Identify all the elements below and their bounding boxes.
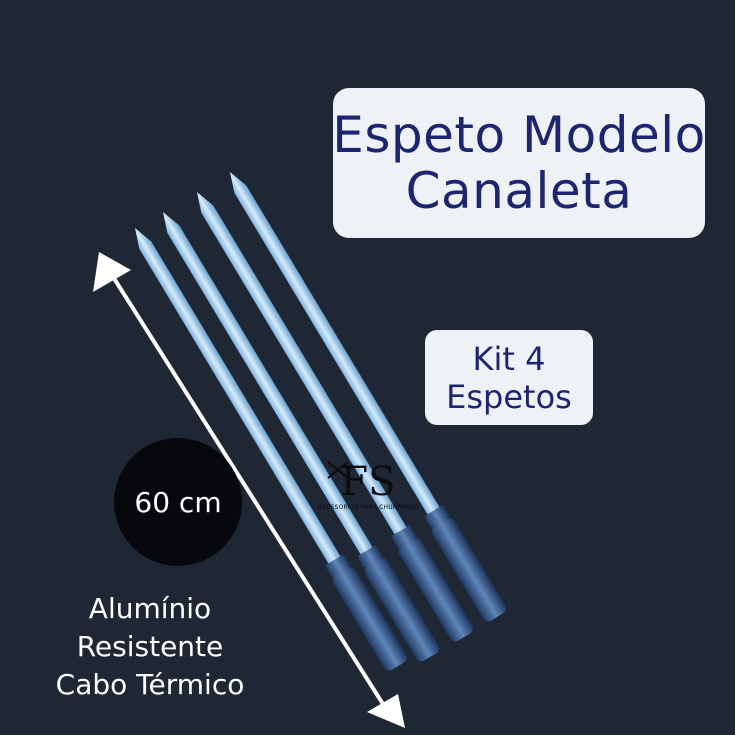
- kit-label: Kit 4 Espetos: [425, 330, 593, 425]
- title-line-2: Canaleta: [405, 162, 633, 220]
- feature-item: Resistente: [76, 630, 224, 663]
- skewer-blade: [163, 212, 376, 559]
- logo-letters: FS: [340, 459, 396, 505]
- handle-ring: [325, 554, 351, 577]
- handle-ring: [357, 545, 383, 568]
- title-line-1: Espeto Modelo: [332, 106, 706, 164]
- feature-list: Alumínio Resistente Cabo Térmico: [30, 590, 270, 704]
- brand-logo: FS ACESSÓRIOS PARA CHURRASCO: [318, 460, 418, 540]
- skewer-handle: [364, 558, 440, 662]
- skewer-blade: [230, 172, 443, 519]
- crossed-utensils-icon: [327, 461, 349, 479]
- handle-ring: [424, 505, 450, 528]
- skewer-blade: [197, 192, 410, 539]
- handle-ring: [391, 525, 417, 548]
- arrow-head-top: [93, 252, 131, 292]
- feature-item: Alumínio: [88, 592, 212, 625]
- length-arrow: [93, 252, 405, 728]
- skewer: [197, 192, 474, 642]
- skewer-handle: [398, 538, 474, 642]
- skewer: [135, 228, 408, 671]
- title-label: Espeto Modelo Canaleta: [332, 88, 706, 238]
- skewer: [163, 212, 440, 662]
- skewer-handle: [332, 567, 408, 671]
- arrow-head-bottom: [367, 694, 405, 728]
- logo-tagline: ACESSÓRIOS PARA CHURRASCO: [318, 504, 418, 511]
- kit-line-2: Espetos: [446, 377, 572, 416]
- size-text: 60 cm: [134, 485, 222, 519]
- skewer: [230, 172, 507, 622]
- kit-line-1: Kit 4: [472, 339, 546, 378]
- feature-item: Cabo Térmico: [55, 668, 245, 701]
- skewer-blade: [135, 228, 343, 568]
- skewer-handle: [431, 518, 507, 622]
- size-badge: 60 cm: [114, 438, 242, 566]
